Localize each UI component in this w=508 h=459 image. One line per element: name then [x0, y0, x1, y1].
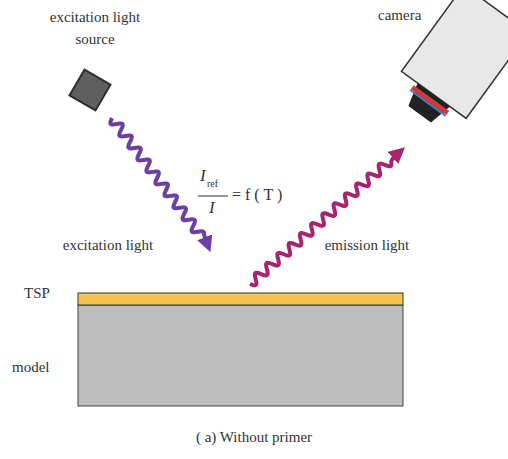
camera-label: camera: [378, 4, 438, 26]
light-source: [70, 70, 111, 111]
model-block: [78, 305, 403, 406]
emission-wave: [250, 153, 399, 286]
formula-rhs: = f ( T ): [232, 185, 332, 204]
fraction-bar: [198, 196, 228, 197]
tsp-label: TSP: [24, 282, 74, 304]
formula-subscript: ref: [207, 178, 231, 190]
emission-label: emission light: [322, 234, 412, 256]
model-label: model: [12, 356, 72, 378]
excitation-label: excitation light: [58, 234, 158, 256]
excitation-wave: [110, 118, 207, 245]
tsp-layer: [78, 293, 403, 305]
source-label: excitation light source: [30, 6, 160, 50]
formula-symbol: I: [209, 198, 223, 218]
figure-caption: ( a) Without primer: [0, 426, 508, 448]
